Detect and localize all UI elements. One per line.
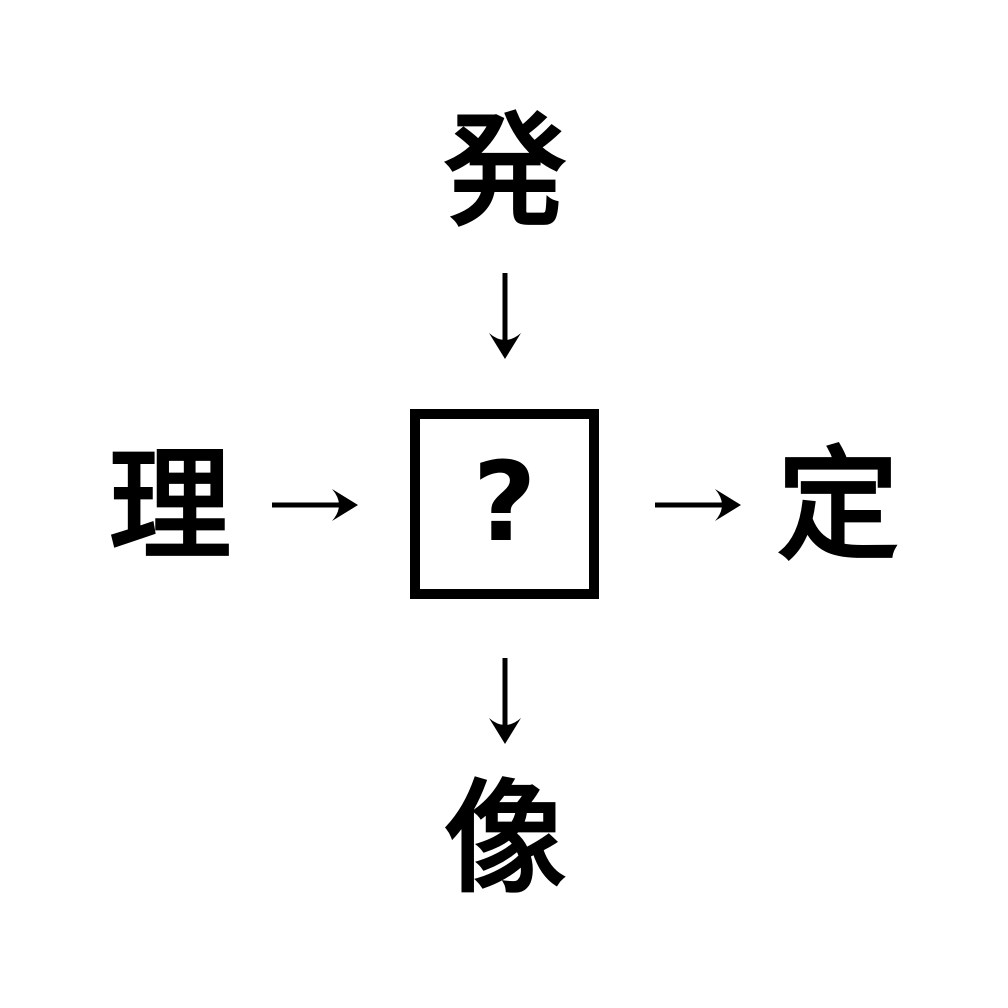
down-arrow-icon	[487, 273, 523, 359]
kanji-right: 定	[777, 435, 899, 577]
answer-box: ?	[410, 409, 599, 599]
kanji-bottom: 像	[444, 768, 566, 910]
kanji-left: 理	[109, 435, 231, 577]
kanji-top: 発	[444, 101, 566, 243]
right-arrow-icon	[655, 487, 741, 523]
question-mark: ?	[472, 438, 537, 566]
right-arrow-icon	[272, 487, 358, 523]
down-arrow-icon	[487, 658, 523, 744]
